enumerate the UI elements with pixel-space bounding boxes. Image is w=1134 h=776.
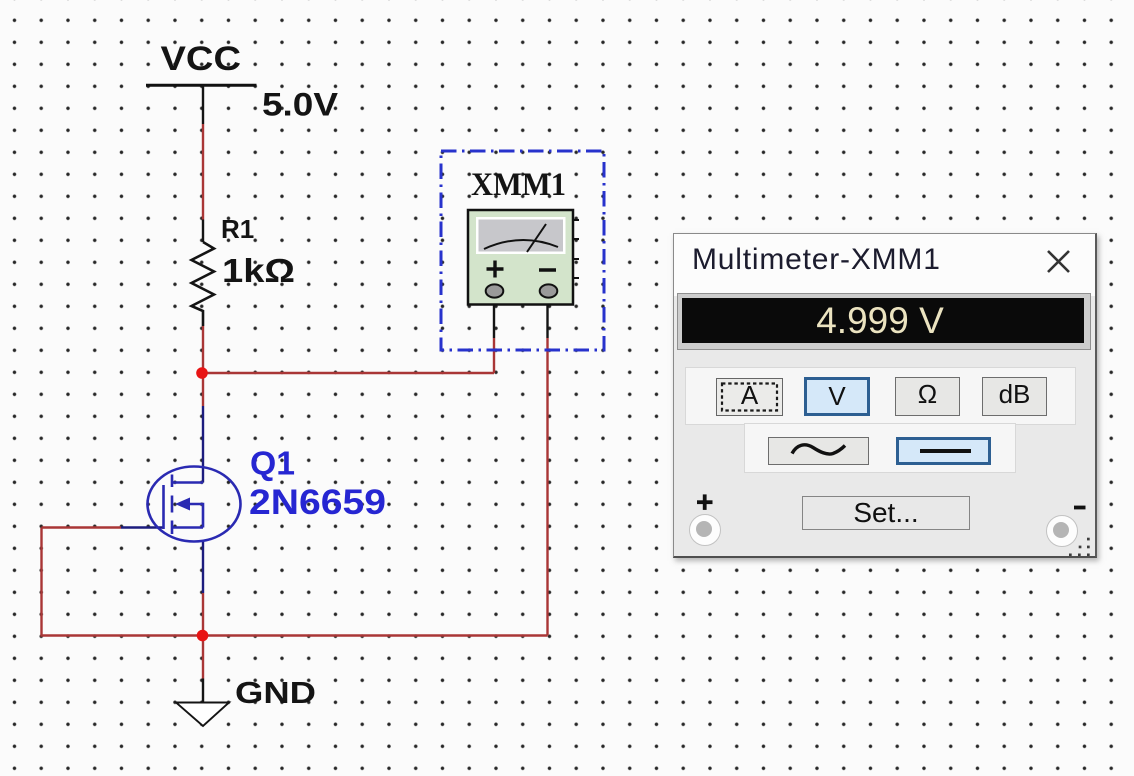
svg-text:VCC: VCC <box>161 40 242 78</box>
svg-text:Q1: Q1 <box>250 445 295 482</box>
svg-text:5.0V: 5.0V <box>262 87 339 123</box>
svg-text:1kΩ: 1kΩ <box>222 252 295 289</box>
svg-text:2N6659: 2N6659 <box>249 483 386 522</box>
svg-text:XMM1: XMM1 <box>471 167 566 203</box>
svg-text:GND: GND <box>235 675 316 710</box>
svg-text:R1: R1 <box>221 214 254 244</box>
